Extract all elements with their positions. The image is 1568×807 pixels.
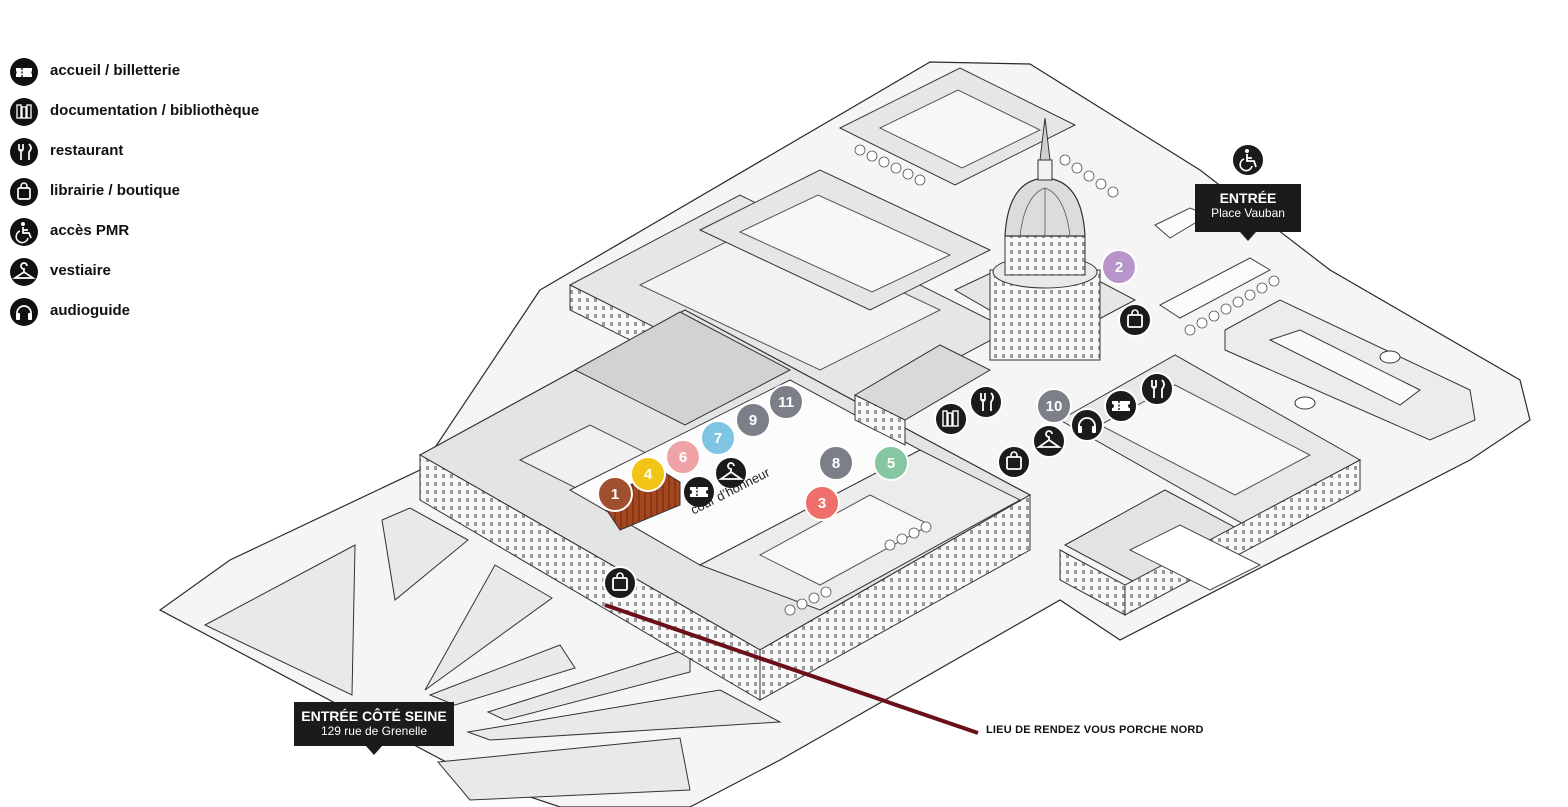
marker-7-label: 7 — [714, 430, 722, 447]
marker-8-label: 8 — [832, 455, 840, 472]
formal-garden-right — [1224, 299, 1476, 441]
headphones-icon — [10, 298, 38, 326]
marker-5[interactable]: 5 — [873, 445, 909, 481]
marker-1-label: 1 — [611, 486, 619, 503]
wheelchair-icon — [10, 218, 38, 246]
legend-item-accueil: accueil / billetterie — [10, 58, 330, 98]
ticket-icon — [10, 58, 38, 86]
books-icon[interactable] — [934, 402, 968, 436]
legend-item-vestiaire: vestiaire — [10, 258, 330, 298]
marker-8[interactable]: 8 — [818, 445, 854, 481]
entry-seine-title: ENTRÉE CÔTÉ SEINE — [301, 708, 447, 724]
marker-7[interactable]: 7 — [700, 420, 736, 456]
access-paths — [1154, 207, 1272, 319]
marker-4-label: 4 — [644, 466, 653, 483]
legend-item-librairie: librairie / boutique — [10, 178, 330, 218]
ticket-icon[interactable] — [682, 475, 716, 509]
legend-item-pmr: accès PMR — [10, 218, 330, 258]
entry-seine-pointer — [366, 746, 382, 755]
legend-label: documentation / bibliothèque — [50, 102, 260, 119]
marker-11-label: 11 — [778, 394, 794, 411]
marker-6[interactable]: 6 — [665, 439, 701, 475]
marker-9-label: 9 — [749, 412, 757, 429]
hanger-icon[interactable] — [1032, 424, 1066, 458]
legend-item-restaurant: restaurant — [10, 138, 330, 178]
entry-seine-sign: ENTRÉE CÔTÉ SEINE 129 rue de Grenelle — [294, 702, 454, 755]
fork-knife-icon — [10, 138, 38, 166]
marker-2-label: 2 — [1115, 259, 1123, 276]
entry-vauban-subtitle: Place Vauban — [1211, 206, 1285, 220]
legend-label: restaurant — [50, 142, 124, 159]
meeting-point-line — [604, 603, 979, 735]
entry-vauban-title: ENTRÉE — [1219, 190, 1277, 206]
marker-2[interactable]: 2 — [1101, 249, 1137, 285]
garden-parterres — [203, 507, 782, 801]
hanger-icon[interactable] — [714, 456, 748, 490]
marker-10-label: 10 — [1046, 398, 1063, 415]
church-nave — [853, 344, 992, 446]
fork-knife-icon[interactable] — [969, 385, 1003, 419]
marker-6-label: 6 — [679, 449, 687, 466]
marker-3[interactable]: 3 — [804, 485, 840, 521]
wheelchair-icon[interactable] — [1231, 143, 1265, 177]
marker-3-label: 3 — [818, 495, 826, 512]
marker-5-label: 5 — [887, 455, 895, 472]
exhibit-markers[interactable]: 1 2 3 4 5 6 7 8 9 10 11 — [597, 249, 1137, 521]
dome-des-invalides — [953, 117, 1137, 361]
marker-1[interactable]: 1 — [597, 476, 633, 512]
legend-label: librairie / boutique — [50, 182, 181, 199]
legend-label: vestiaire — [50, 262, 111, 279]
marker-10[interactable]: 10 — [1036, 388, 1072, 424]
legend-label: audioguide — [50, 302, 130, 319]
headphones-icon[interactable] — [1070, 408, 1104, 442]
shopping-bag-icon[interactable] — [1118, 303, 1152, 337]
hanger-icon — [10, 258, 38, 286]
entry-vauban-pointer — [1240, 232, 1256, 241]
legend-item-documentation: documentation / bibliothèque — [10, 98, 330, 138]
books-icon — [10, 98, 38, 126]
entry-vauban-sign: ENTRÉE Place Vauban — [1195, 184, 1301, 241]
legend: accueil / billetterie documentation / bi… — [10, 58, 330, 338]
legend-label: accueil / billetterie — [50, 62, 181, 79]
shopping-bag-icon — [10, 178, 38, 206]
fork-knife-icon[interactable] — [1140, 372, 1174, 406]
marker-11[interactable]: 11 — [768, 384, 804, 420]
meeting-point-label: LIEU DE RENDEZ VOUS PORCHE NORD — [986, 724, 1204, 736]
marker-4[interactable]: 4 — [630, 456, 666, 492]
shopping-bag-icon[interactable] — [603, 566, 637, 600]
map-service-icons[interactable] — [603, 143, 1265, 600]
tree-rows — [784, 144, 1280, 616]
ticket-icon[interactable] — [1104, 389, 1138, 423]
legend-item-audioguide: audioguide — [10, 298, 330, 338]
marker-9[interactable]: 9 — [735, 402, 771, 438]
entry-seine-subtitle: 129 rue de Grenelle — [320, 724, 428, 738]
legend-label: accès PMR — [50, 222, 130, 239]
shopping-bag-icon[interactable] — [997, 445, 1031, 479]
